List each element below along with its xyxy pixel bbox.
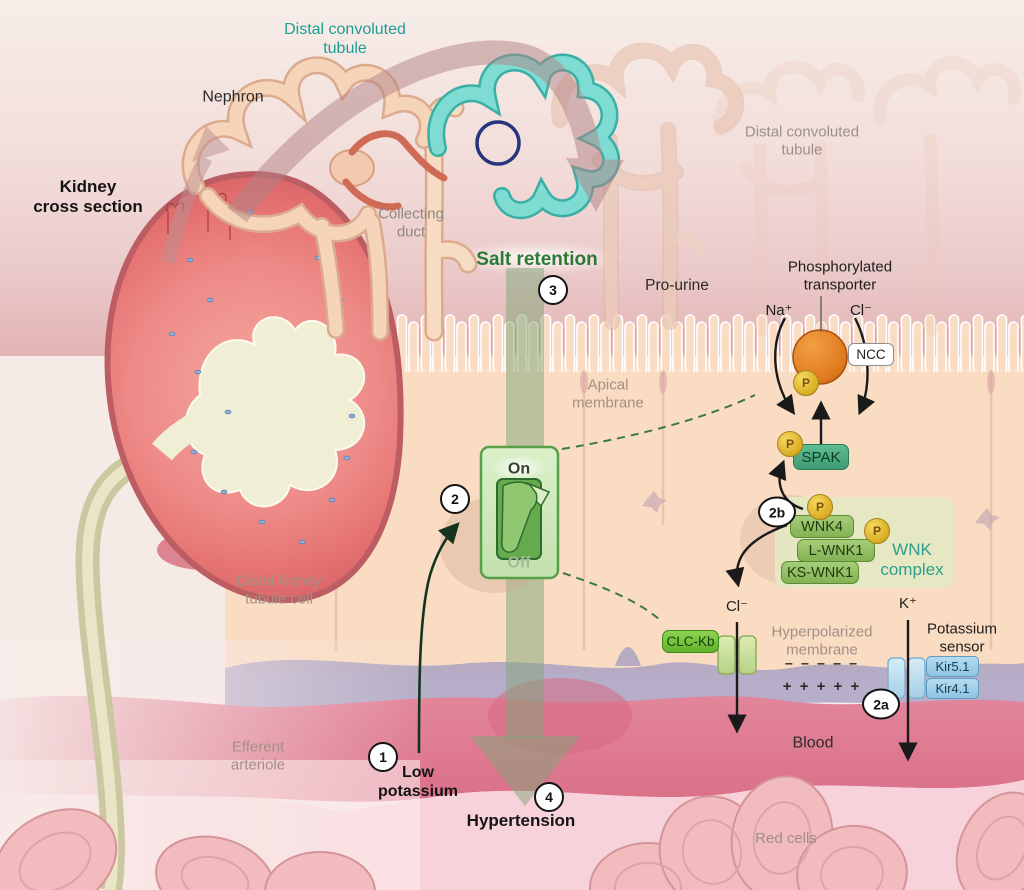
ks-wnk1-box: KS-WNK1 [781, 561, 859, 584]
spak-box: SPAK [793, 444, 849, 470]
phosphate-badge-lwnk1: P [864, 518, 890, 544]
step-2a-badge: 2a [862, 688, 900, 720]
ncc-label-box: NCC [848, 343, 894, 366]
step-3-badge: 3 [538, 275, 568, 305]
step-1-badge: 1 [368, 742, 398, 772]
phosphate-badge-spak: P [777, 431, 803, 457]
phosphate-badge-ncc: P [793, 370, 819, 396]
step-2-badge: 2 [440, 484, 470, 514]
clc-kb-box: CLC-Kb [662, 630, 719, 653]
kir41-box: Kir4.1 [926, 678, 979, 699]
l-wnk1-box: L-WNK1 [797, 539, 875, 562]
step-4-badge: 4 [534, 782, 564, 812]
step-2b-badge: 2b [758, 496, 796, 528]
kir51-box: Kir5.1 [926, 656, 979, 677]
phosphate-badge-wnk4: P [807, 494, 833, 520]
